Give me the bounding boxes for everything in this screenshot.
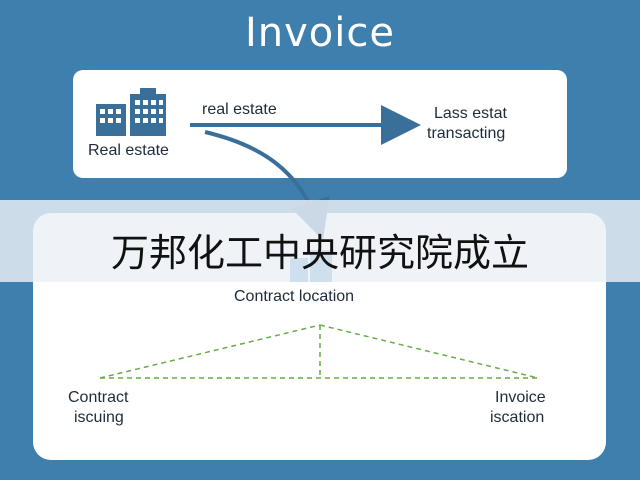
left-label-line2: iscuing [74, 409, 124, 426]
center-label: Contract location [234, 288, 355, 305]
target-label-line1: Lass estat [434, 105, 507, 122]
overlay-banner [0, 200, 640, 282]
building-icon [96, 88, 166, 136]
left-label-line1: Contract [68, 389, 129, 406]
target-label-line2: transacting [427, 125, 506, 142]
right-label-line1: Invoice [495, 389, 546, 406]
arrow-label: real estate [202, 101, 277, 118]
banner-text: 万邦化工中央研究院成立 [110, 231, 529, 275]
dashed-triangle [99, 324, 539, 379]
right-label-line2: iscation [490, 409, 545, 426]
source-label: Real estate [88, 142, 169, 159]
page-title: Invoice [244, 10, 395, 56]
